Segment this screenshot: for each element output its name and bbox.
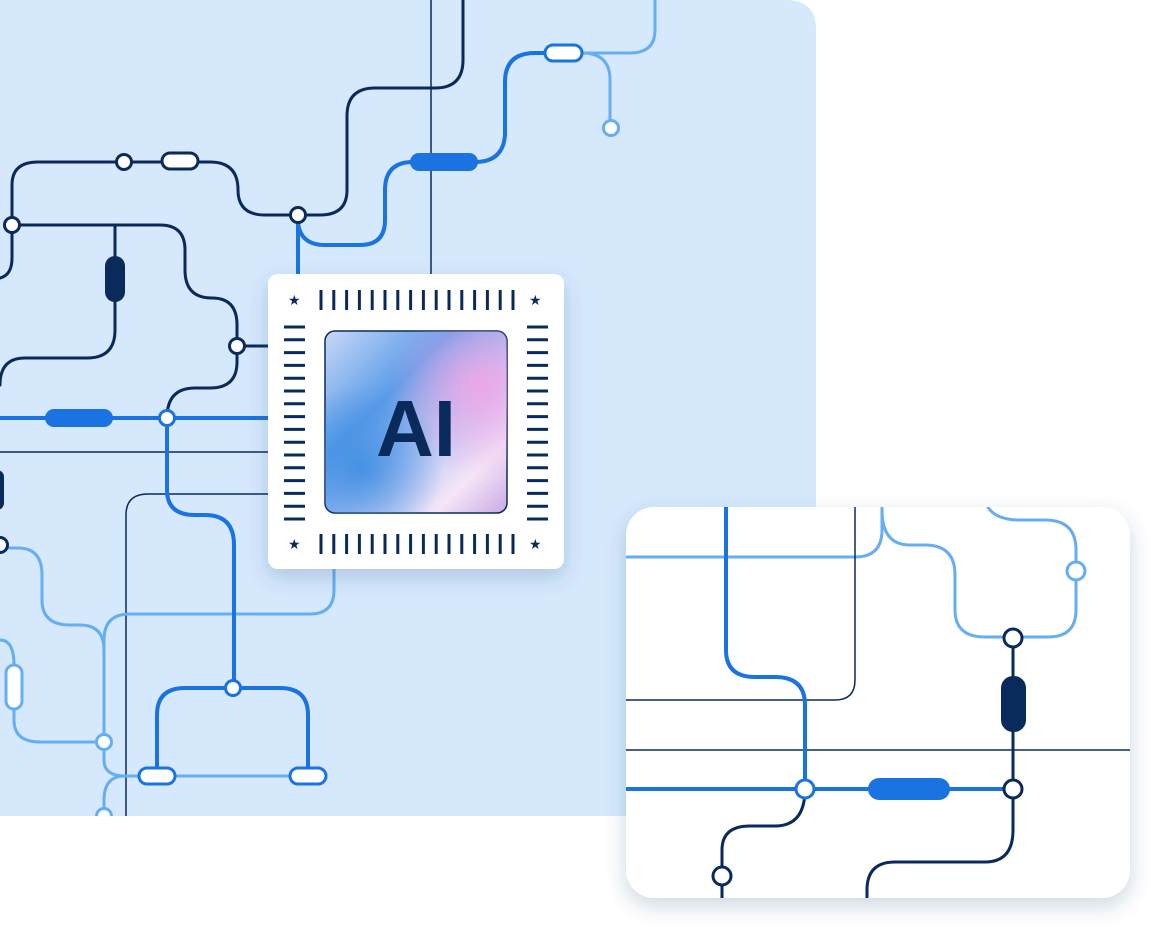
- junction-node: [115, 153, 133, 171]
- resistor-pill: [160, 151, 200, 171]
- junction-node: [794, 778, 816, 800]
- junction-node: [289, 206, 307, 224]
- junction-node: [158, 409, 176, 427]
- chip-pins: [284, 290, 548, 554]
- resistor-pill: [137, 766, 177, 786]
- star-icon: ★: [529, 536, 542, 552]
- resistor-pill: [45, 409, 113, 427]
- circuit-traces: [0, 0, 657, 816]
- resistor-pill: [410, 153, 478, 171]
- chip-label: AI: [376, 384, 456, 473]
- resistor-pill: [1001, 676, 1026, 732]
- resistor-pill: [0, 470, 4, 510]
- resistor-pill: [288, 766, 328, 786]
- junction-node: [95, 807, 113, 816]
- junction-node: [711, 865, 733, 887]
- junction-node: [228, 337, 246, 355]
- chip-corner-stars: ★ ★ ★ ★: [288, 292, 542, 552]
- junction-node: [1002, 778, 1024, 800]
- junction-node: [95, 733, 113, 751]
- junction-node: [1002, 627, 1024, 649]
- junction-node: [602, 119, 620, 137]
- resistor-pill: [4, 663, 24, 711]
- star-icon: ★: [288, 292, 301, 308]
- star-icon: ★: [529, 292, 542, 308]
- star-icon: ★: [288, 536, 301, 552]
- junction-node: [0, 536, 9, 554]
- resistor-pill: [105, 256, 125, 302]
- trace-thin-corner: [125, 493, 281, 816]
- junction-node: [224, 679, 242, 697]
- ai-chip: ★ ★ ★ ★ AI: [268, 274, 564, 569]
- junction-node: [1065, 560, 1087, 582]
- junction-node: [3, 216, 21, 234]
- resistor-pill: [543, 43, 584, 63]
- zoomed-detail-card: [626, 507, 1130, 898]
- resistor-pill: [868, 778, 950, 800]
